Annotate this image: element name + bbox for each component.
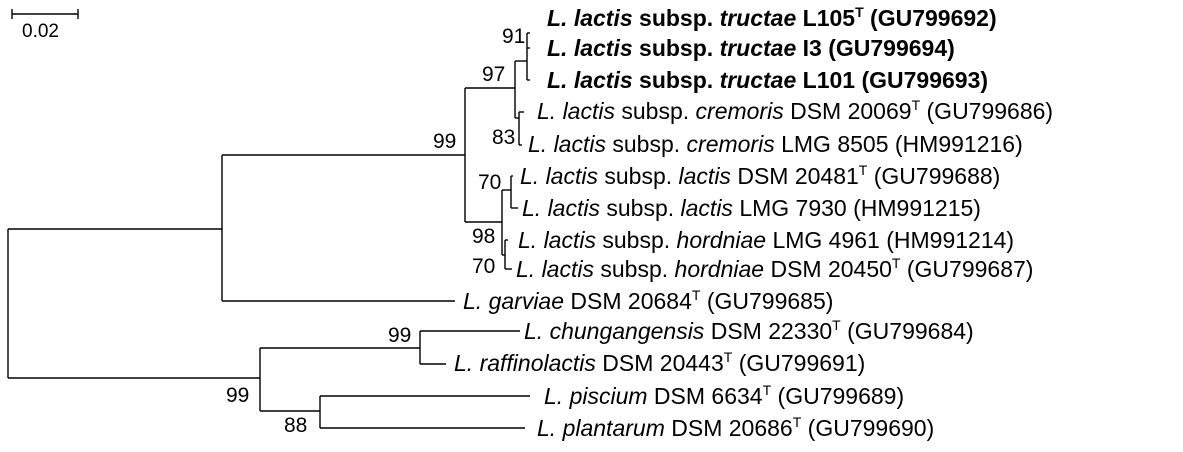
taxon-label: L. lactis subsp. hordniae DSM 20450T (GU… (516, 255, 1033, 282)
scale-bar-label: 0.02 (22, 21, 59, 42)
taxon-labels: L. lactis subsp. tructae L105T (GU799692… (454, 4, 1053, 441)
bootstrap-label: 88 (284, 414, 307, 437)
taxon-label: L. garviae DSM 20684T (GU799685) (463, 287, 833, 314)
taxon-label: L. lactis subsp. tructae L101 (GU799693) (547, 67, 988, 93)
taxon-label: L. raffinolactis DSM 20443T (GU799691) (454, 349, 865, 376)
taxon-label: L. lactis subsp. hordniae LMG 4961 (HM99… (518, 227, 1014, 253)
bootstrap-label: 97 (482, 63, 505, 86)
taxon-label: L. lactis subsp. lactis LMG 7930 (HM9912… (522, 195, 981, 221)
taxon-label: L. lactis subsp. cremoris LMG 8505 (HM99… (528, 131, 1023, 157)
bootstrap-label: 99 (226, 384, 249, 407)
bootstrap-label: 91 (502, 25, 525, 48)
taxon-label: L. lactis subsp. cremoris DSM 20069T (GU… (537, 97, 1053, 124)
taxon-label: L. piscium DSM 6634T (GU799689) (544, 382, 904, 409)
bootstrap-label: 83 (492, 126, 515, 149)
taxon-label: L. chungangensis DSM 22330T (GU799684) (524, 317, 974, 344)
bootstrap-values: 91 97 83 99 70 98 70 99 99 88 (226, 25, 525, 437)
bootstrap-label: 98 (472, 225, 495, 248)
bootstrap-label: 70 (478, 171, 501, 194)
taxon-label: L. plantarum DSM 20686T (GU799690) (537, 414, 934, 441)
bootstrap-label: 99 (388, 324, 411, 347)
bootstrap-label: 99 (433, 130, 456, 153)
taxon-label: L. lactis subsp. tructae I3 (GU799694) (547, 35, 955, 61)
scale-bar: 0.02 (11, 9, 79, 42)
bootstrap-label: 70 (472, 255, 495, 278)
tree-branches (7, 32, 530, 429)
taxon-label: L. lactis subsp. tructae L105T (GU799692… (547, 4, 997, 31)
taxon-label: L. lactis subsp. lactis DSM 20481T (GU79… (520, 162, 1000, 189)
